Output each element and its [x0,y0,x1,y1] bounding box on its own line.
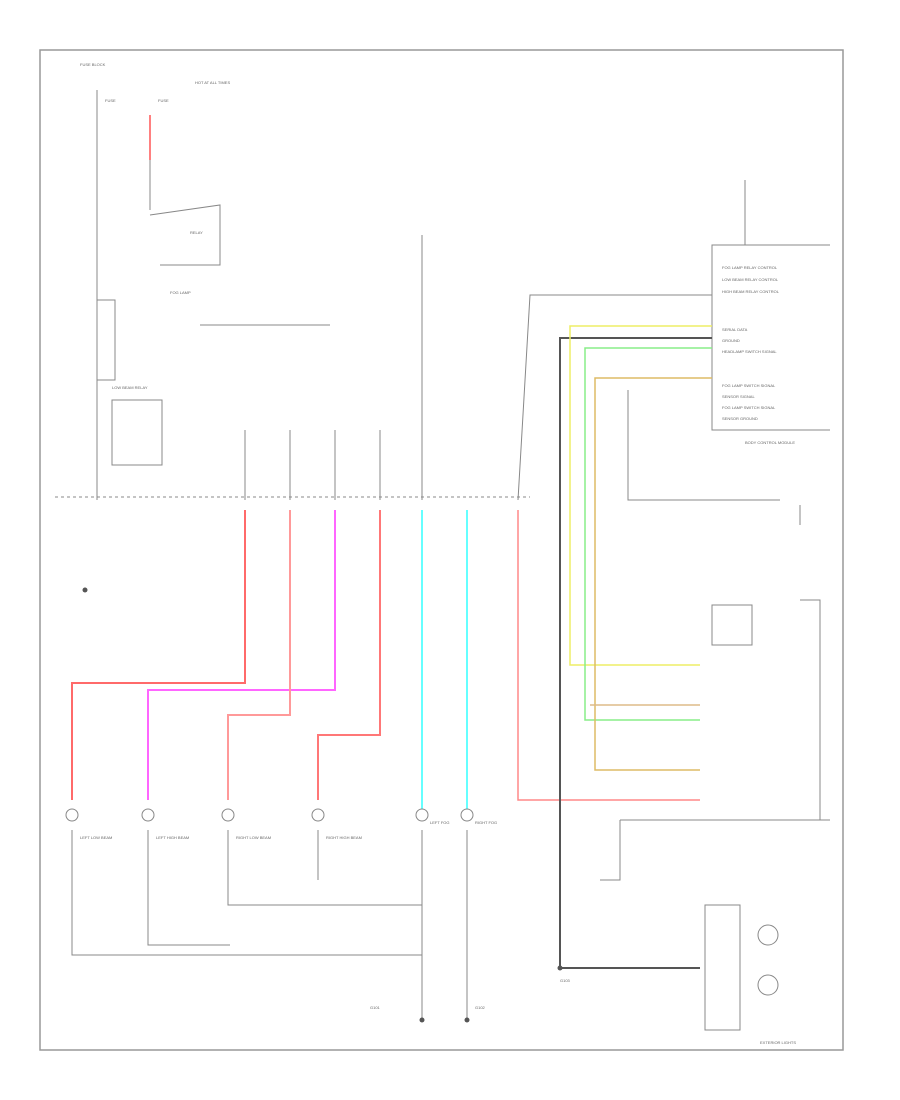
fuse-label-2: FUSE [158,98,169,103]
ground-label: G102 [475,1005,485,1010]
green-wire [584,347,712,721]
ground-icons [82,587,563,1023]
lamp-label: RIGHT HIGH BEAM [326,835,362,840]
relay-label: RELAY [190,230,203,235]
lamp-label: LEFT HIGH BEAM [156,835,190,840]
bcm-pin: HEADLAMP SWITCH SIGNAL [722,349,777,354]
fog-lamp-label: FOG LAMP [170,290,191,295]
bcm-pin: SENSOR GROUND [722,416,758,421]
bcm-pin: FOG LAMP RELAY CONTROL [722,265,778,270]
hot-note: HOT AT ALL TIMES [195,80,231,85]
fuse-label-1: FUSE [105,98,116,103]
lamp-label: RIGHT FOG [475,820,498,825]
magenta-wire [147,510,336,800]
diagram-frame [39,49,844,1051]
bcm-pin: GROUND [722,338,740,343]
bcm-pin: SERIAL DATA [722,327,748,332]
bcm-pin: HIGH BEAM RELAY CONTROL [722,289,779,294]
bcm-label: BODY CONTROL MODULE [745,440,796,445]
footer-title: EXTERIOR LIGHTS [760,1040,797,1045]
bcm-pin: FOG LAMP SWITCH SIGNAL [722,383,776,388]
ground-label: G101 [370,1005,380,1010]
pink-wire-2 [317,510,381,800]
bcm-pin: FOG LAMP SWITCH SIGNAL [722,405,776,410]
ground-label: G103 [560,978,570,983]
fuse-block-label: FUSE BLOCK [80,62,106,67]
lamp-label: LEFT LOW BEAM [80,835,113,840]
lamp-icons [65,808,474,822]
red-wire-2 [517,510,700,801]
bcm-pin: SENSOR SIGNAL [722,394,755,399]
gray-wire [559,337,712,969]
lamp-label: LEFT FOG [430,820,450,825]
orange-wire [594,377,712,771]
bcm-pin: LOW BEAM RELAY CONTROL [722,277,779,282]
pink-wire-1 [227,510,291,800]
yellow-wire [569,325,712,666]
black-wires [55,90,830,1031]
lamp-label: RIGHT LOW BEAM [236,835,272,840]
red-wire-1 [71,510,246,800]
low-beam-label: LOW BEAM RELAY [112,385,148,390]
